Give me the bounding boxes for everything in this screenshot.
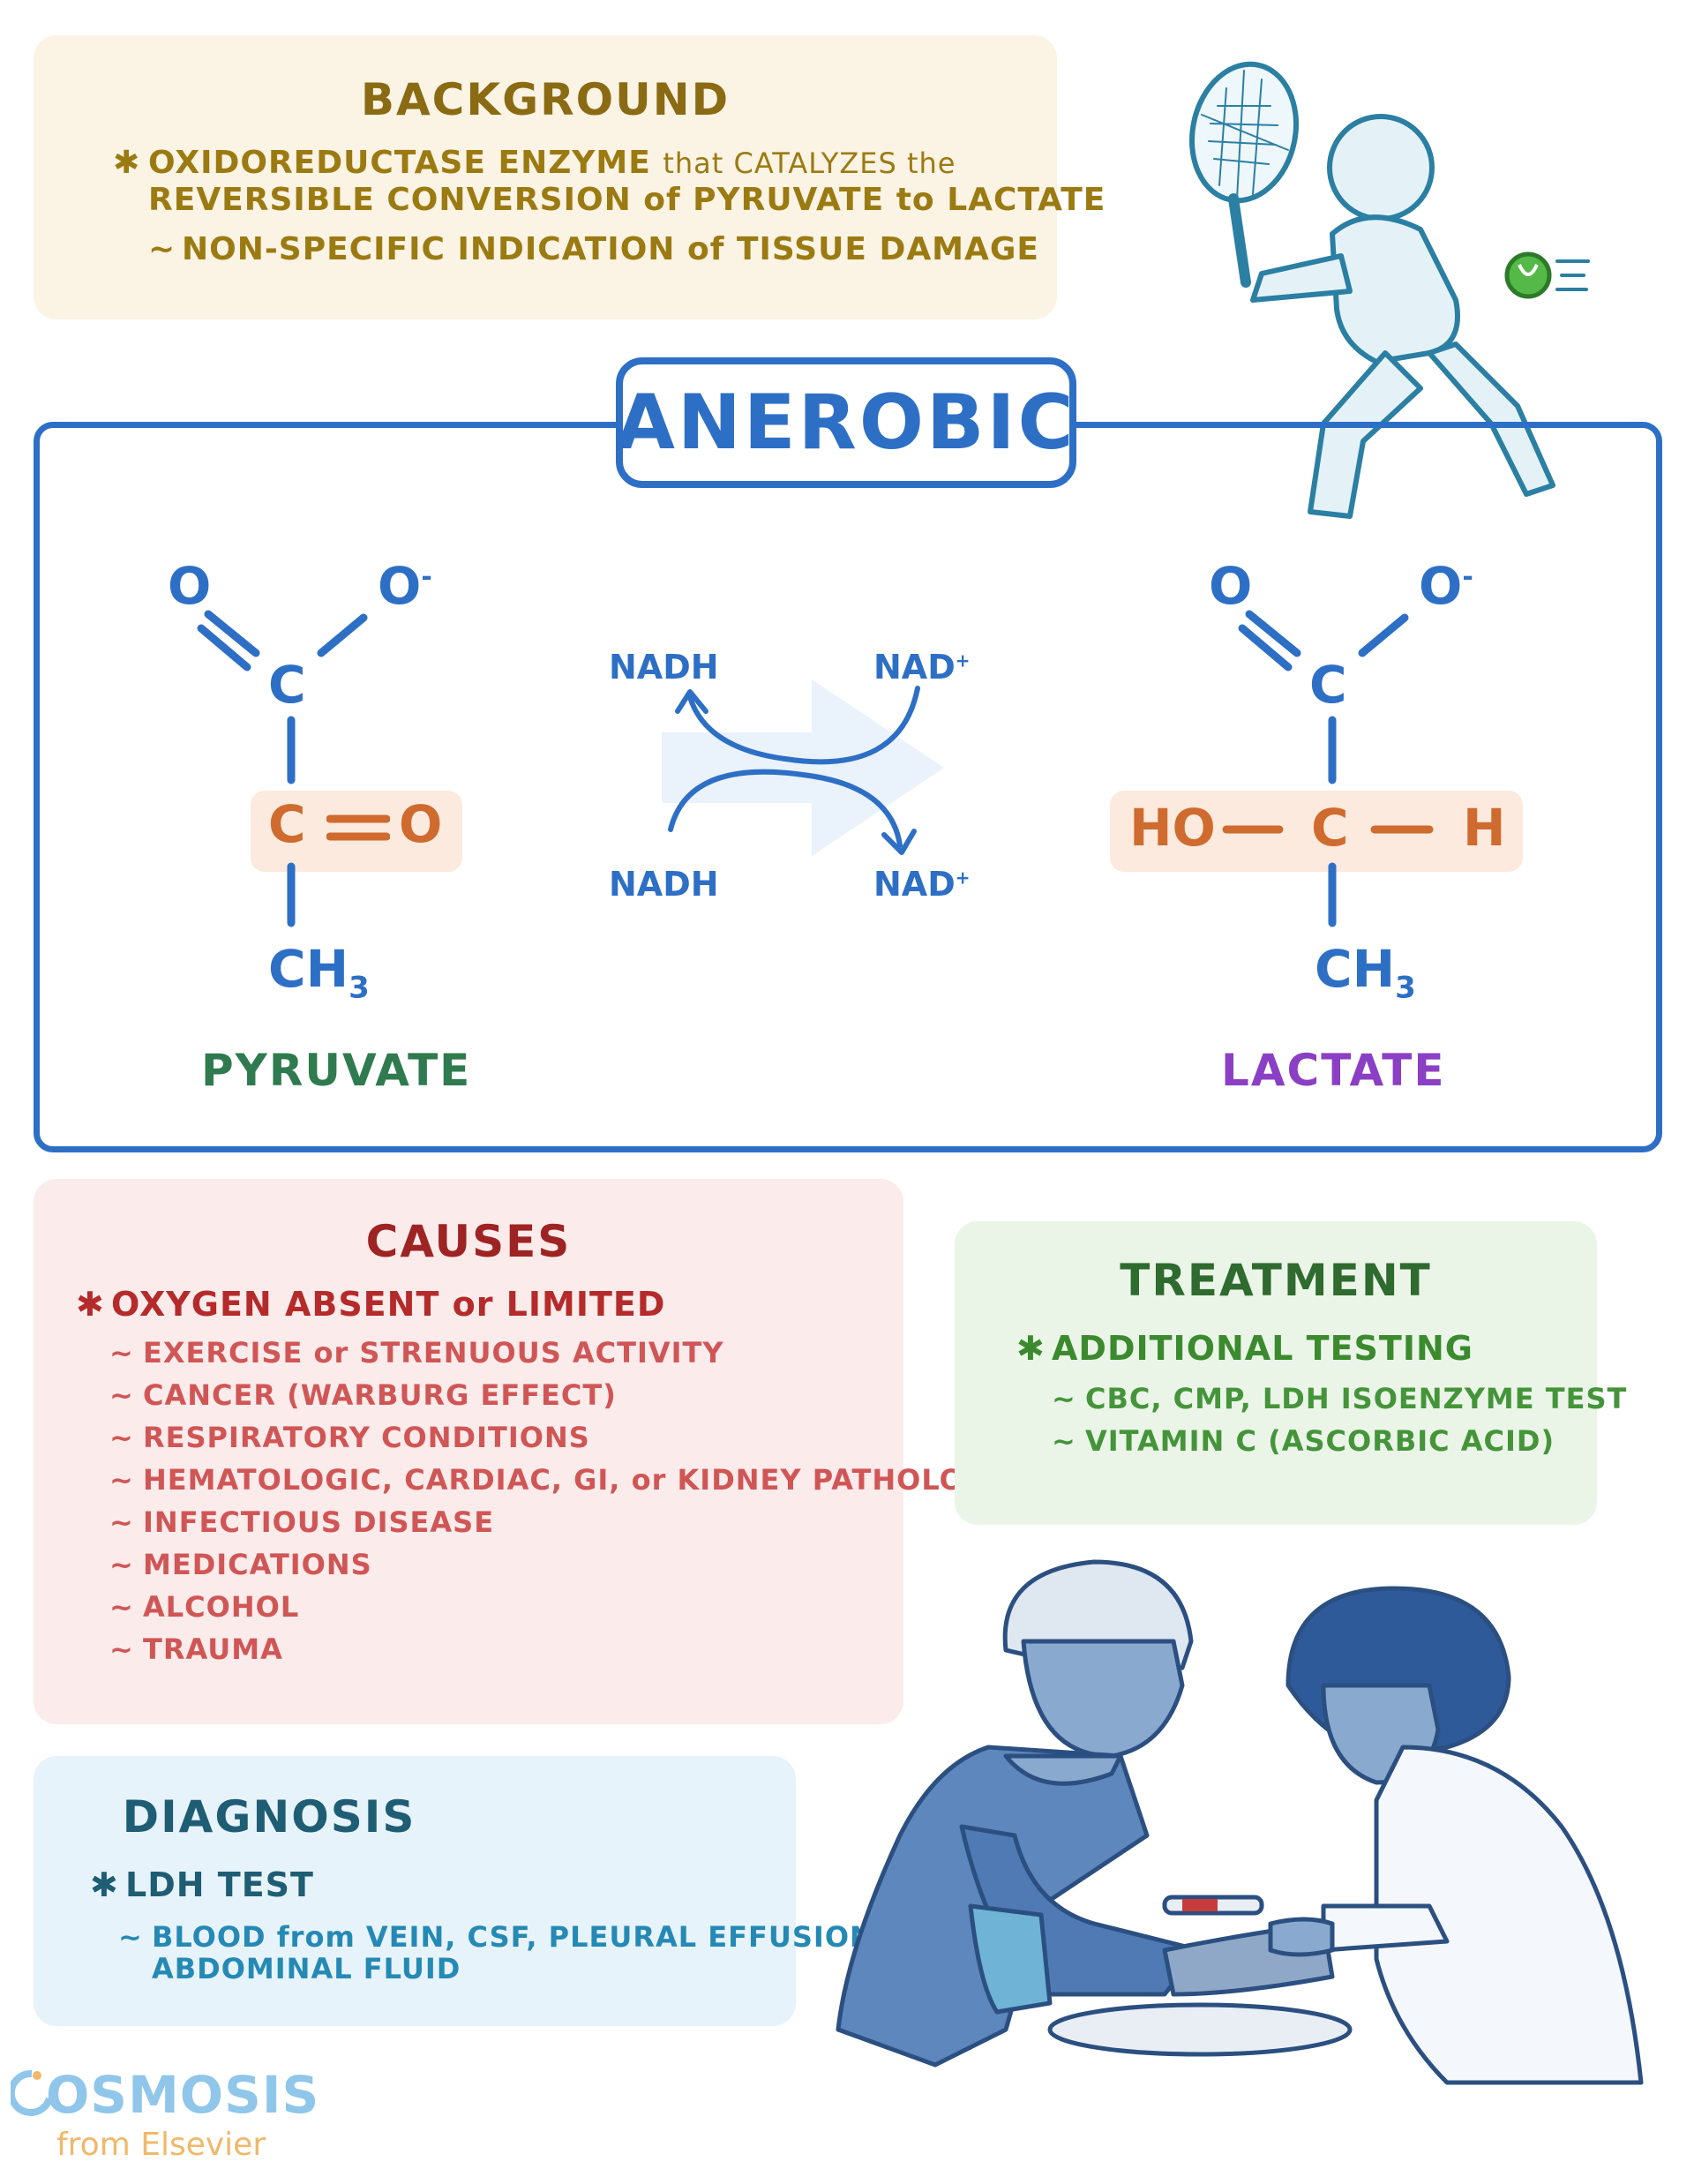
pyruvate-carbonyl-c: C (268, 794, 306, 854)
background-bullet: ✱OXIDOREDUCTASE ENZYME that CATALYZES th… (113, 145, 956, 181)
list-item: ~MEDICATIONS (109, 1548, 372, 1581)
anerobic-title-box: ANEROBIC (616, 357, 1076, 488)
lactate-bonds (1238, 610, 1409, 927)
lactate-ho: HO (1129, 798, 1216, 858)
background-title: BACKGROUND (360, 74, 731, 125)
reaction-nadh-bottom: NADH (609, 865, 719, 904)
blood-draw-illustration (836, 1559, 1644, 2085)
list-item: ~EXERCISE or STRENUOUS ACTIVITY (109, 1336, 724, 1370)
background-bullet-rest: that CATALYZES the (663, 146, 956, 180)
tilde-icon: ~ (148, 231, 176, 267)
reaction-arrow-icon (662, 679, 944, 856)
treatment-title: TREATMENT (1120, 1255, 1432, 1306)
pyruvate-highlight (251, 791, 462, 872)
background-bullet-bold: OXIDOREDUCTASE ENZYME (148, 145, 651, 181)
list-item: ~ALCOHOL (109, 1590, 300, 1624)
lactate-h: H (1463, 798, 1506, 858)
pyruvate-ch3: CH3 (268, 939, 370, 1006)
diagnosis-card: DIAGNOSIS ✱LDH TEST ~BLOOD from VEIN, CS… (34, 1756, 885, 2026)
lactate-label: LACTATE (1221, 1045, 1446, 1096)
causes-title: CAUSES (365, 1216, 572, 1267)
treatment-card: TREATMENT ✱ADDITIONAL TESTING ~CBC, CMP,… (955, 1221, 1626, 1525)
pyruvate-bonds (197, 610, 368, 927)
list-item: ~RESPIRATORY CONDITIONS (109, 1421, 590, 1454)
anerobic-title: ANEROBIC (616, 379, 1076, 467)
lactate-o: O (1209, 556, 1253, 616)
asterisk-icon: ✱ (1016, 1329, 1046, 1368)
tennis-player-illustration (1188, 61, 1590, 519)
asterisk-icon: ✱ (113, 145, 141, 181)
lactate-highlight (1110, 791, 1523, 872)
list-item-cont: ABDOMINAL FLUID (152, 1952, 461, 1985)
asterisk-icon: ✱ (90, 1865, 119, 1904)
pyruvate-carbonyl-o: O (399, 794, 443, 854)
lactate-single-bonds (1222, 825, 1434, 834)
pyruvate-o: O (168, 556, 212, 616)
list-item: ~BLOOD from VEIN, CSF, PLEURAL EFFUSION, (118, 1920, 886, 1954)
causes-main: ✱OXYGEN ABSENT or LIMITED (76, 1285, 666, 1324)
background-sub: ~NON-SPECIFIC INDICATION of TISSUE DAMAG… (148, 231, 1039, 267)
reaction-nad-top: NAD+ (873, 648, 971, 687)
pyruvate-o-minus: O- (378, 556, 432, 616)
pyruvate-c: C (268, 655, 306, 715)
lactate-c-mid: C (1311, 798, 1349, 858)
reaction-nadh-top: NADH (609, 648, 719, 687)
list-item: ~HEMATOLOGIC, CARDIAC, GI, or KIDNEY PAT… (109, 1463, 1041, 1497)
treatment-main: ✱ADDITIONAL TESTING (1016, 1329, 1473, 1368)
list-item: ~TRAUMA (109, 1632, 283, 1666)
list-item: ~INFECTIOUS DISEASE (109, 1505, 495, 1539)
double-bond (326, 814, 390, 841)
reaction-nad-bottom: NAD+ (873, 865, 971, 904)
logo-sub: from Elsevier (56, 2127, 266, 2163)
logo-mark-icon (11, 2069, 53, 2116)
pyruvate-label: PYRUVATE (201, 1045, 472, 1096)
osmosis-logo: OSMOSIS from Elsevier (11, 2065, 319, 2171)
logo-word: OSMOSIS (46, 2065, 320, 2125)
list-item: ~CBC, CMP, LDH ISOENZYME TEST (1052, 1382, 1628, 1415)
lactate-o-minus: O- (1419, 556, 1473, 616)
lactate-ch3: CH3 (1315, 939, 1416, 1006)
diagnosis-title: DIAGNOSIS (122, 1791, 416, 1843)
lactate-c: C (1309, 655, 1347, 715)
background-bullet-line2: REVERSIBLE CONVERSION of PYRUVATE to LAC… (148, 182, 1106, 218)
diagnosis-main: ✱LDH TEST (90, 1865, 314, 1904)
asterisk-icon: ✱ (76, 1285, 105, 1324)
background-card: BACKGROUND ✱OXIDOREDUCTASE ENZYME that C… (34, 35, 1105, 319)
list-item: ~VITAMIN C (ASCORBIC ACID) (1052, 1424, 1555, 1458)
causes-card: CAUSES ✱OXYGEN ABSENT or LIMITED ~EXERCI… (34, 1179, 1040, 1724)
background-sub-text: NON-SPECIFIC INDICATION of TISSUE DAMAGE (182, 231, 1040, 267)
list-item: ~CANCER (WARBURG EFFECT) (109, 1378, 617, 1412)
